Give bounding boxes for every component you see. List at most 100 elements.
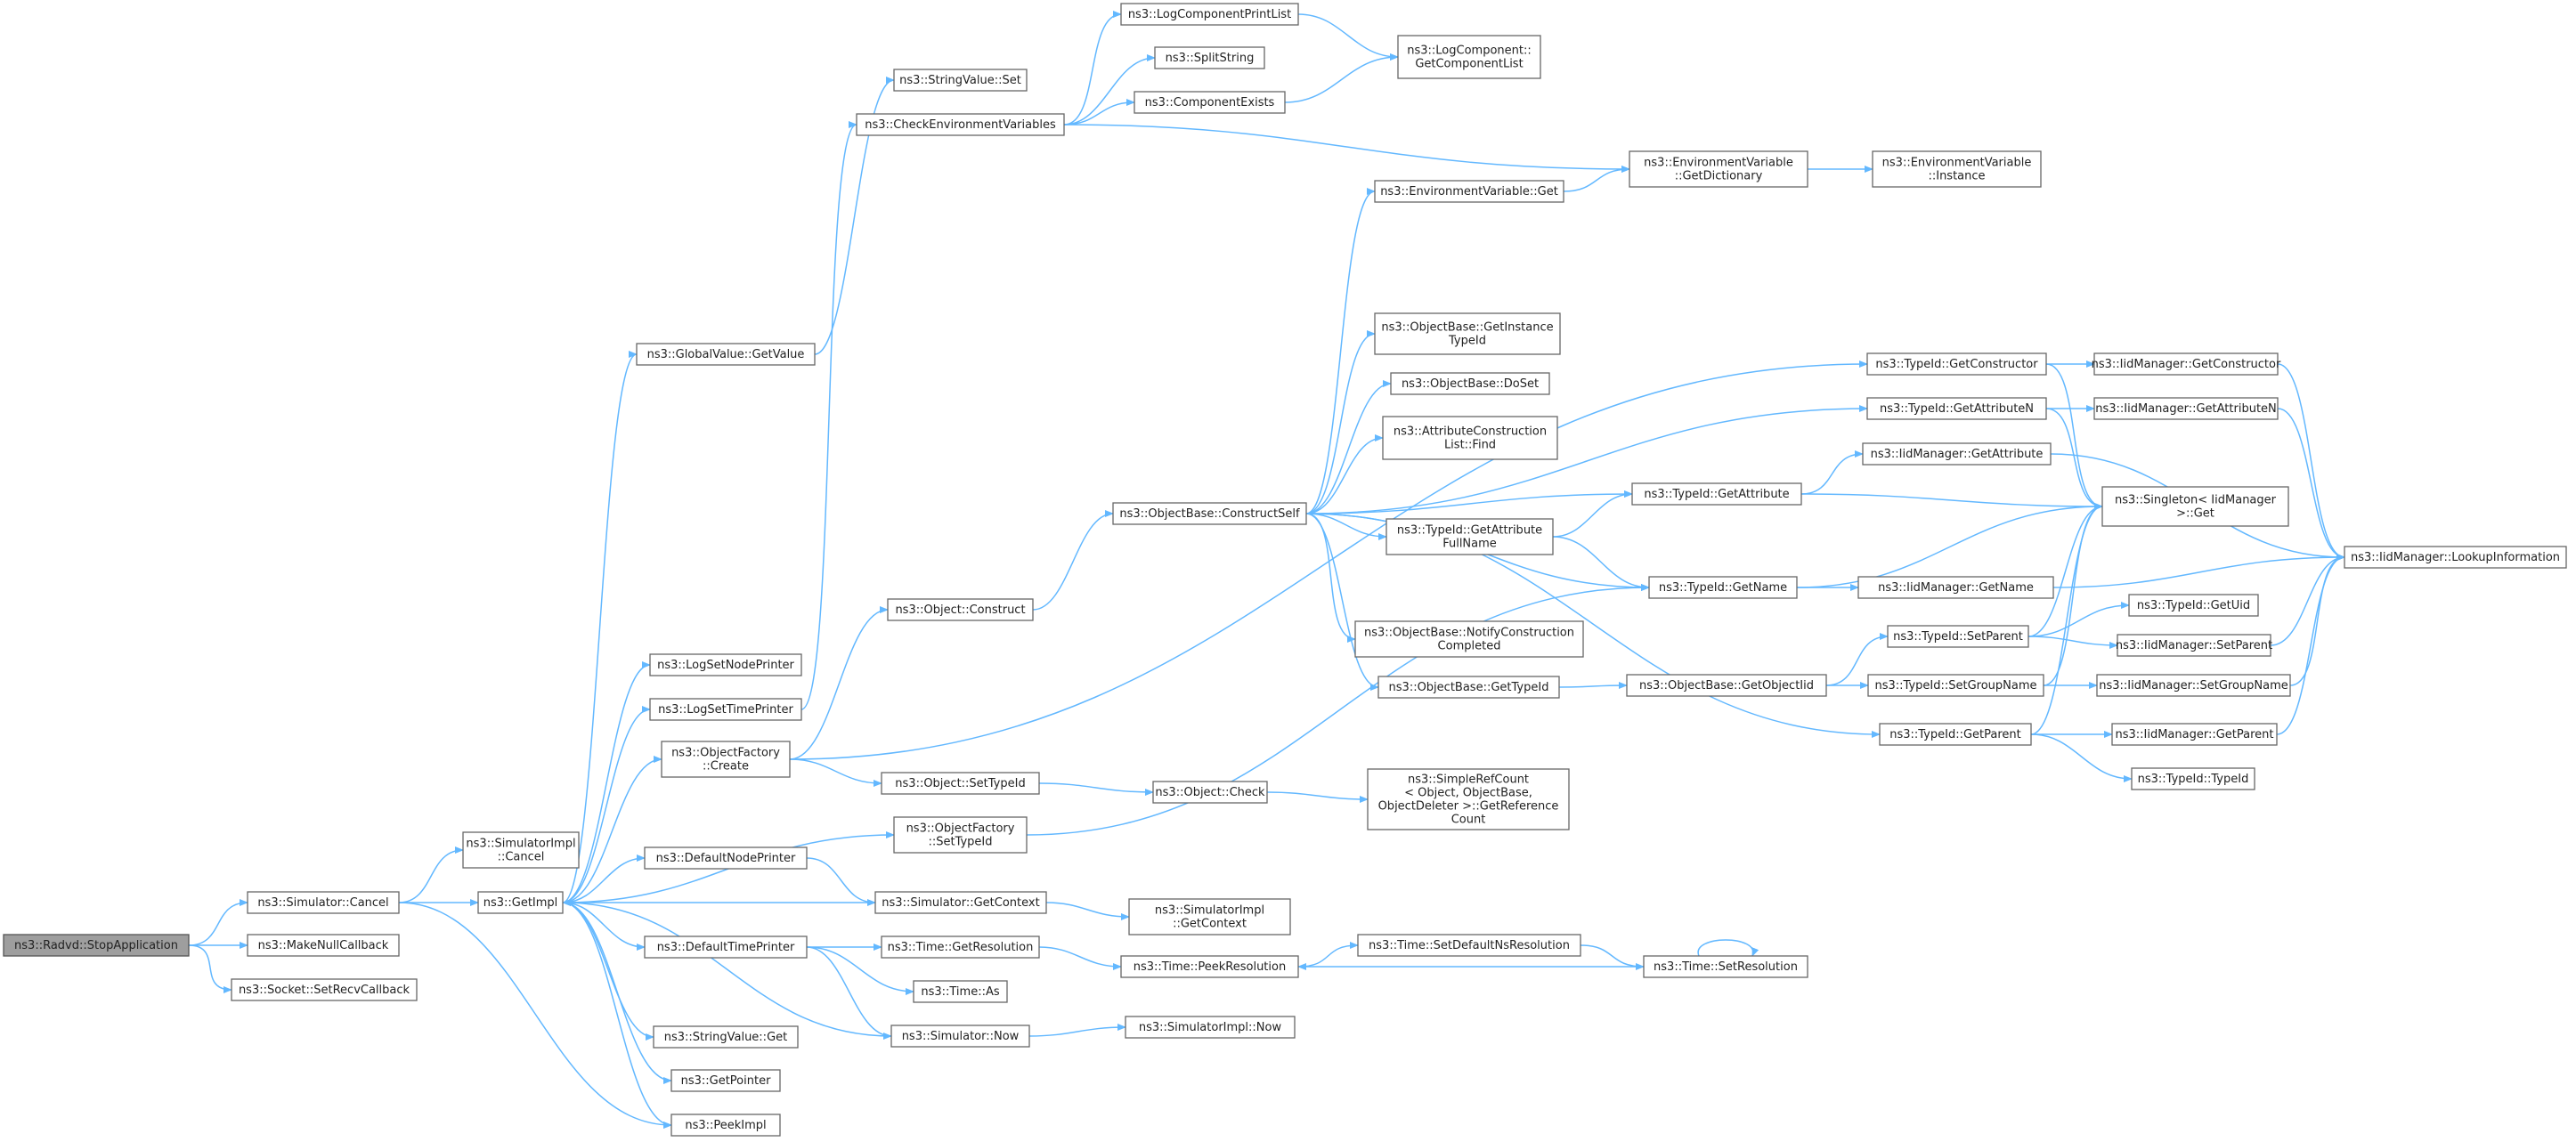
node-label: < Object, ObjectBase, — [1404, 787, 1532, 800]
node-label: ::Create — [703, 760, 749, 773]
node-constructself[interactable]: ns3::ObjectBase::ConstructSelf — [1112, 502, 1307, 525]
node-simimplgetctx[interactable]: ns3::SimulatorImpl::GetContext — [1128, 898, 1291, 935]
node-strvalget[interactable]: ns3::StringValue::Get — [653, 1025, 799, 1049]
node-simgetctx[interactable]: ns3::Simulator::GetContext — [874, 891, 1047, 914]
node-lognode[interactable]: ns3::LogSetNodePrinter — [649, 653, 802, 676]
node-notifycc[interactable]: ns3::ObjectBase::NotifyConstructionCompl… — [1354, 620, 1584, 658]
edge-constructself-to-notifycc — [1305, 513, 1356, 643]
node-getobjectiid[interactable]: ns3::ObjectBase::GetObjectIid — [1626, 674, 1827, 697]
node-tsetparent[interactable]: ns3::TypeId::SetParent — [1887, 625, 2029, 648]
edge-checkenv-to-splitstring — [1063, 54, 1156, 126]
node-tgetparent[interactable]: ns3::TypeId::GetParent — [1879, 723, 2032, 746]
edge-tgetattr-to-singleton — [1800, 493, 2103, 510]
node-tgetuid[interactable]: ns3::TypeId::GetUid — [2128, 594, 2259, 617]
node-box — [1112, 502, 1307, 525]
node-logtime[interactable]: ns3::LogSetTimePrinter — [649, 698, 802, 721]
node-globalget[interactable]: ns3::GlobalValue::GetValue — [636, 343, 816, 366]
edge-getimpl-to-ofcreate — [562, 756, 662, 903]
node-simimplcancel[interactable]: ns3::SimulatorImpl::Cancel — [462, 831, 580, 869]
node-checkenv[interactable]: ns3::CheckEnvironmentVariables — [856, 113, 1065, 136]
node-iidgetattr[interactable]: ns3::IidManager::GetAttribute — [1862, 442, 2052, 466]
node-label: ns3::Object::Construct — [895, 603, 1025, 617]
node-label: ns3::LogComponentPrintList — [1128, 8, 1291, 21]
edge-logcompprint-to-getcomplist — [1297, 13, 1399, 61]
node-label: FullName — [1442, 538, 1497, 551]
node-splitstring[interactable]: ns3::SplitString — [1154, 46, 1265, 69]
node-tgetattr[interactable]: ns3::TypeId::GetAttribute — [1631, 482, 1802, 506]
node-simcancel[interactable]: ns3::Simulator::Cancel — [247, 891, 400, 914]
node-label: ns3::Time::PeekResolution — [1134, 960, 1286, 974]
node-tgetconstructor[interactable]: ns3::TypeId::GetConstructor — [1866, 352, 2047, 376]
node-ofsettypeid[interactable]: ns3::ObjectFactory::SetTypeId — [893, 816, 1028, 854]
node-peekimpl[interactable]: ns3::PeekImpl — [670, 1114, 781, 1137]
node-doset[interactable]: ns3::ObjectBase::DoSet — [1390, 372, 1550, 395]
node-objconstruct[interactable]: ns3::Object::Construct — [887, 598, 1034, 621]
edge-tgetname-to-singleton — [1796, 503, 2103, 588]
node-defnode[interactable]: ns3::DefaultNodePrinter — [644, 846, 808, 870]
node-defTime[interactable]: ns3::DefaultTimePrinter — [644, 935, 808, 959]
node-label: ns3::LogSetNodePrinter — [657, 659, 794, 672]
node-ttypeid[interactable]: ns3::TypeId::TypeId — [2131, 767, 2255, 790]
node-envdict[interactable]: ns3::EnvironmentVariable::GetDictionary — [1629, 150, 1808, 188]
node-simimplnow[interactable]: ns3::SimulatorImpl::Now — [1125, 1016, 1296, 1039]
node-setrecv[interactable]: ns3::Socket::SetRecvCallback — [231, 978, 418, 1001]
node-compexists[interactable]: ns3::ComponentExists — [1134, 91, 1286, 114]
node-simplerefcount[interactable]: ns3::SimpleRefCount< Object, ObjectBase,… — [1367, 768, 1570, 830]
edge-obgettypeid-to-getobjectiid — [1558, 682, 1628, 690]
edge-path — [398, 846, 464, 903]
node-getimpl[interactable]: ns3::GetImpl — [477, 891, 564, 914]
node-makenull[interactable]: ns3::MakeNullCallback — [247, 934, 400, 957]
node-envget[interactable]: ns3::EnvironmentVariable::Get — [1374, 180, 1564, 203]
node-box — [1386, 518, 1554, 555]
node-strvalset[interactable]: ns3::StringValue::Set — [893, 69, 1028, 92]
node-label: ns3::Object::SetTypeId — [895, 777, 1025, 790]
node-peekres[interactable]: ns3::Time::PeekResolution — [1120, 955, 1299, 978]
edge-checkenv-to-envdict — [1063, 124, 1630, 173]
node-label: ns3::GetImpl — [484, 896, 558, 910]
node-label: >::Get — [2176, 507, 2214, 521]
node-timegetres[interactable]: ns3::Time::GetResolution — [881, 935, 1040, 959]
node-iidgetname[interactable]: ns3::IidManager::GetName — [1857, 576, 2054, 599]
node-envinstance[interactable]: ns3::EnvironmentVariable::Instance — [1872, 150, 2042, 188]
node-tsetgroup[interactable]: ns3::TypeId::SetGroupName — [1867, 674, 2044, 697]
edge-tgetparent-to-ttypeid — [2030, 733, 2133, 782]
node-objsettypeid[interactable]: ns3::Object::SetTypeId — [881, 772, 1040, 795]
node-setresolution[interactable]: ns3::Time::SetResolution — [1643, 955, 1808, 978]
node-simnow[interactable]: ns3::Simulator::Now — [890, 1025, 1030, 1048]
node-getcomplist[interactable]: ns3::LogComponent::GetComponentList — [1397, 35, 1541, 79]
node-singleton[interactable]: ns3::Singleton< IidManager>::Get — [2101, 486, 2289, 527]
node-box — [856, 113, 1065, 136]
edge-constructself-to-attrfind — [1305, 434, 1384, 514]
node-stopapp[interactable]: ns3::Radvd::StopApplication — [3, 934, 190, 957]
node-box — [881, 935, 1040, 959]
node-setdefaultres[interactable]: ns3::Time::SetDefaultNsResolution — [1357, 934, 1581, 957]
edge-path — [562, 902, 654, 1041]
node-tgetname[interactable]: ns3::TypeId::GetName — [1648, 576, 1798, 599]
node-iidsetparent[interactable]: ns3::IidManager::SetParent — [2116, 634, 2272, 657]
node-lookup[interactable]: ns3::IidManager::LookupInformation — [2344, 546, 2567, 569]
node-ofcreate[interactable]: ns3::ObjectFactory::Create — [661, 741, 791, 778]
edge-path — [806, 857, 876, 906]
node-iidsetgroup[interactable]: ns3::IidManager::SetGroupName — [2096, 674, 2291, 697]
node-label: ns3::ObjectBase::GetInstance — [1381, 321, 1553, 335]
edge-defnode-to-simgetctx — [806, 857, 876, 906]
node-timeas[interactable]: ns3::Time::As — [913, 980, 1008, 1003]
node-obgettypeid[interactable]: ns3::ObjectBase::GetTypeId — [1377, 676, 1560, 699]
node-iidgetctor[interactable]: ns3::IidManager::GetConstructor — [2092, 352, 2281, 376]
node-label: ns3::TypeId::SetGroupName — [1874, 679, 2036, 692]
node-box — [2117, 634, 2271, 657]
edge-path — [562, 351, 638, 903]
edge-path — [1032, 510, 1114, 611]
node-iidgetparent[interactable]: ns3::IidManager::GetParent — [2111, 723, 2278, 746]
node-label: ::SetTypeId — [928, 836, 992, 849]
node-tgetattrn[interactable]: ns3::TypeId::GetAttributeN — [1866, 397, 2047, 420]
node-getpointer[interactable]: ns3::GetPointer — [670, 1069, 781, 1092]
node-iidgetattrn[interactable]: ns3::IidManager::GetAttributeN — [2093, 397, 2279, 420]
node-logcompprint[interactable]: ns3::LogComponentPrintList — [1120, 3, 1299, 26]
node-objcheck[interactable]: ns3::Object::Check — [1152, 781, 1268, 804]
node-label: ns3::IidManager::SetGroupName — [2099, 679, 2288, 692]
edge-logtime-to-checkenv — [800, 121, 857, 710]
